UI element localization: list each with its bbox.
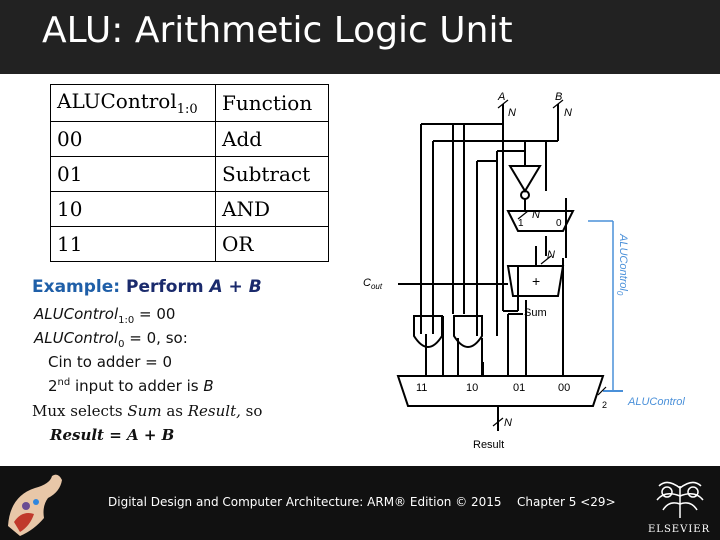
mux-input-0: 0 — [556, 218, 562, 229]
table-cell-code: 10 — [50, 191, 216, 227]
example-text: Perform — [126, 277, 204, 297]
input-b-label: B — [555, 91, 562, 103]
alu-control-table: ALUControl1:0 Function 00 Add 01 Subtrac… — [50, 84, 329, 262]
ordinal-superscript: nd — [57, 377, 71, 388]
adder-plus: + — [532, 273, 540, 289]
example-line-4: 2nd input to adder is B — [48, 377, 214, 395]
sum-text: Sum — [127, 402, 162, 420]
table-cell-code: 00 — [50, 121, 216, 157]
table-cell-function: Subtract — [215, 156, 329, 192]
footer-book-title: Digital Design and Computer Architecture… — [108, 495, 502, 509]
header-alucontrol: ALUControl1:0 — [50, 84, 216, 122]
alucontrol-subscript: 1:0 — [118, 315, 135, 326]
table-row: 01 Subtract — [50, 156, 329, 192]
width-label: N — [504, 417, 512, 429]
cout-label: Cout — [363, 277, 383, 291]
example-line-1: ALUControl1:0 = 00 — [34, 305, 175, 326]
sum-label: Sum — [524, 307, 547, 319]
example-heading: Example: Perform A + B — [32, 277, 262, 297]
operand-b: B — [203, 377, 214, 395]
width-label: N — [564, 107, 572, 119]
result-label: Result — [473, 439, 504, 451]
line-text: as — [161, 402, 188, 420]
example-line-2: ALUControl0 = 0, so: — [34, 329, 188, 350]
value-text: = 0, so: — [124, 329, 188, 347]
line-text: Mux selects — [32, 402, 128, 420]
mux-input-00: 00 — [558, 382, 570, 394]
ordinal-text: 2 — [48, 377, 58, 395]
table-row: 00 Add — [50, 121, 329, 157]
example-label: Example: — [32, 277, 121, 297]
header-alucontrol-subscript: 1:0 — [176, 102, 198, 117]
line-text: input to adder is — [70, 377, 204, 395]
slide-title: ALU: Arithmetic Logic Unit — [42, 10, 513, 51]
table-cell-code: 11 — [50, 226, 216, 262]
mux-input-01: 01 — [513, 382, 525, 394]
alu-schematic: A B N N N 1 0 N Cout + Sum 11 10 01 00 2… — [363, 91, 685, 451]
header-function: Function — [215, 84, 329, 122]
example-line-5: Mux selects Sum as Result, so — [32, 402, 262, 420]
footer-bar: ELSEVIER — [0, 466, 720, 540]
table-cell-code: 01 — [50, 156, 216, 192]
table-cell-function: AND — [215, 191, 329, 227]
title-bar — [0, 0, 720, 74]
width-label: N — [508, 107, 516, 119]
table-row: 10 AND — [50, 191, 329, 227]
example-line-3: Cin to adder = 0 — [48, 353, 173, 371]
publisher-name: ELSEVIER — [648, 524, 711, 535]
alucontrol-label: ALUControl — [627, 396, 685, 408]
control-width-label: 2 — [602, 400, 607, 410]
example-line-6: Result = A + B — [50, 426, 175, 444]
value-text: = 00 — [134, 305, 176, 323]
footer-chapter: Chapter 5 <29> — [517, 495, 616, 509]
alucontrol-text: ALUControl — [34, 329, 119, 347]
width-label: N — [532, 209, 540, 221]
example-expression: A + B — [209, 277, 262, 297]
header-alucontrol-text: ALUControl — [57, 89, 177, 113]
mux-input-10: 10 — [466, 382, 478, 394]
input-a-label: A — [497, 91, 505, 103]
alucontrol-text: ALUControl — [34, 305, 119, 323]
alucontrol-subscript: 0 — [118, 339, 125, 350]
width-label: N — [547, 249, 555, 261]
mux-input-11: 11 — [416, 382, 427, 394]
mux-input-1: 1 — [518, 218, 524, 229]
table-row: 11 OR — [50, 226, 329, 262]
line-text: so — [240, 402, 263, 420]
elsevier-logo — [656, 481, 704, 518]
flexing-arm-logo — [8, 474, 62, 536]
table-cell-function: OR — [215, 226, 329, 262]
result-text: Result, — [187, 402, 241, 420]
alucontrol0-label: ALUControl0 — [615, 233, 629, 296]
table-cell-function: Add — [215, 121, 329, 157]
table-header-row: ALUControl1:0 Function — [50, 84, 329, 122]
